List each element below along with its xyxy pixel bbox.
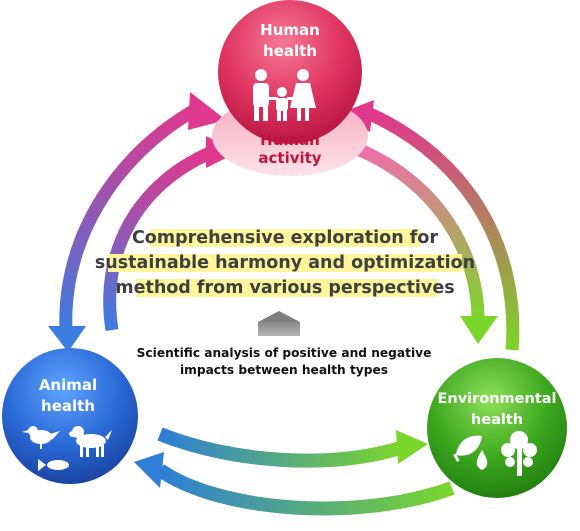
arrowhead-human-left-outer [188, 92, 226, 130]
leaf-water-tree-icon [453, 431, 537, 476]
animal-health-title-line2: health [41, 397, 95, 415]
human-health-title-line2: health [263, 42, 317, 60]
animal-health-node: Animal health [2, 348, 138, 484]
highlight-line1 [150, 229, 420, 247]
arrowhead-env-inner [460, 316, 498, 344]
arrow-animal-to-human-inner [103, 146, 215, 332]
arrowhead-env-bottom [396, 430, 428, 464]
arrow-env-to-human-outer [367, 108, 520, 351]
animal-health-title-line1: Animal [39, 376, 97, 394]
arrow-human-to-animal-outer [59, 100, 206, 331]
environmental-health-node: Environmental health [427, 358, 567, 498]
up-arrow-icon [258, 311, 300, 336]
highlight-line2 [108, 254, 462, 272]
human-health-node: Human health Human activity [212, 0, 368, 176]
family-icon [253, 69, 316, 121]
arrow-env-to-animal [155, 464, 455, 516]
center-line2: sustainable harmony and optimization [95, 253, 475, 273]
human-activity-label-line2: activity [258, 149, 321, 167]
center-statement: Comprehensive exploration for sustainabl… [95, 228, 475, 298]
highlight-line3 [136, 279, 438, 297]
analysis-line1: Scientific analysis of positive and nega… [137, 346, 432, 360]
human-activity-label-line1: Human [260, 131, 320, 149]
center-line1: Comprehensive exploration for [132, 228, 438, 248]
human-health-title-line1: Human [260, 21, 320, 39]
analysis-line2: impacts between health types [180, 363, 388, 377]
arrowhead-animal-bottom [134, 452, 164, 488]
bird-dog-fish-icon [22, 426, 112, 471]
animal-health-circle [2, 348, 138, 484]
center-line3: method from various perspectives [115, 278, 454, 298]
environmental-health-title-line2: health [471, 412, 523, 428]
arrowhead-animal-outer [48, 326, 86, 352]
arrow-animal-to-env [157, 427, 403, 468]
environmental-health-title-line1: Environmental [437, 391, 556, 407]
environmental-health-circle [427, 358, 567, 498]
arrow-human-to-env-inner [357, 144, 485, 319]
